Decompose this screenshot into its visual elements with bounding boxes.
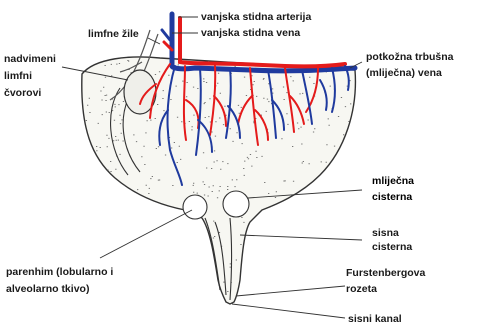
label-furstenberg-1: Furstenbergova xyxy=(346,267,426,279)
label-supramammary-nodes-3: čvorovi xyxy=(4,87,41,99)
label-supramammary-nodes-1: nadvimeni xyxy=(4,53,56,65)
label-parenchyma-2: alveolarno tkivo) xyxy=(6,283,89,295)
label-lymph-vessels: limfne žile xyxy=(88,28,139,40)
label-teat-cistern-2: cisterna xyxy=(372,241,412,253)
label-teat-canal: sisni kanal xyxy=(348,313,402,325)
label-milk-vein-2: (mliječna) vena xyxy=(366,67,442,79)
label-parenchyma-1: parenhim (lobularno i xyxy=(6,266,113,278)
label-gland-cistern-1: mliječna xyxy=(372,175,414,187)
label-supramammary-nodes-2: limfni xyxy=(4,70,32,82)
label-gland-cistern-2: cisterna xyxy=(372,191,412,203)
label-teat-cistern-1: sisna xyxy=(372,227,399,239)
label-ext-pudendal-vein: vanjska stidna vena xyxy=(201,27,300,39)
label-milk-vein-1: potkožna trbušna xyxy=(366,51,454,63)
label-furstenberg-2: rozeta xyxy=(346,283,377,295)
label-ext-pudendal-artery: vanjska stidna arterija xyxy=(201,11,311,23)
